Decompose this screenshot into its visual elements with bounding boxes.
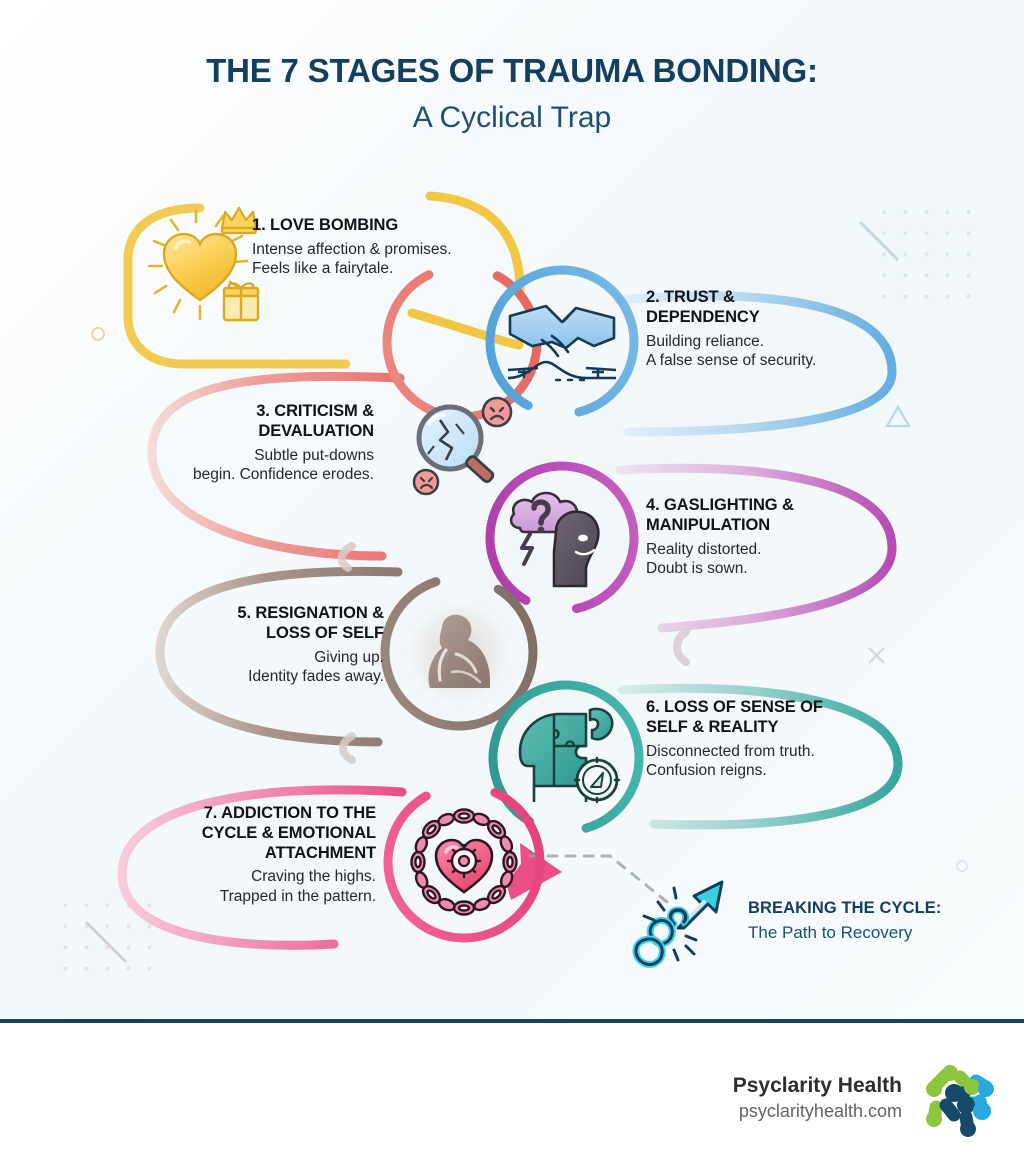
curled-up-person-icon bbox=[401, 595, 517, 711]
connector-1-to-2-bottom bbox=[407, 308, 524, 350]
stage-1-text: 1. LOVE BOMBING Intense affection & prom… bbox=[252, 216, 512, 279]
slash-decor-top-right bbox=[858, 220, 900, 262]
stage-5-title: 5. RESIGNATION & bbox=[237, 604, 384, 622]
stage-2-title: 2. TRUST & bbox=[646, 288, 735, 306]
connector-2-right-u bbox=[613, 291, 897, 437]
stage-3-text: 3. CRITICISM & DEVALUATION Subtle put-do… bbox=[128, 402, 374, 485]
stage-2-desc-line1: Building reliance. bbox=[646, 332, 765, 350]
stage-6-desc-line2: Confusion reigns. bbox=[646, 762, 767, 780]
handshake-bridge-icon bbox=[507, 304, 617, 382]
psyclarity-molecule-logo bbox=[926, 1065, 994, 1137]
cycle-arrow-head bbox=[506, 843, 562, 900]
triangle-decor bbox=[885, 404, 911, 428]
page-title: THE 7 STAGES OF TRAUMA BONDING: bbox=[206, 52, 818, 89]
stage-4-desc-line2: Doubt is sown. bbox=[646, 560, 748, 578]
slash-decor-bottom-left bbox=[84, 920, 128, 964]
header-block: THE 7 STAGES OF TRAUMA BONDING: A Cyclic… bbox=[0, 52, 1024, 135]
nub-3 bbox=[337, 542, 356, 572]
x-decor bbox=[868, 647, 885, 664]
stage-3-desc-line2: begin. Confidence erodes. bbox=[193, 466, 374, 484]
broken-chain-arrow-icon bbox=[632, 880, 724, 968]
stage-6-desc-line1: Disconnected from truth. bbox=[646, 742, 815, 760]
connector-4-right-u bbox=[615, 463, 897, 633]
ring-stage-7 bbox=[383, 781, 545, 943]
stage-5-text: 5. RESIGNATION & LOSS OF SELF Giving up.… bbox=[140, 604, 384, 687]
dot-grid-top-right bbox=[878, 196, 986, 304]
stage-7-text: 7. ADDICTION TO THE CYCLE & EMOTIONAL AT… bbox=[122, 804, 376, 906]
page-subtitle: A Cyclical Trap bbox=[412, 100, 612, 134]
stage-7-title-line2: CYCLE & EMOTIONAL bbox=[201, 823, 376, 842]
stage-4-title: 4. GASLIGHTING & bbox=[646, 496, 794, 514]
stage-1-icon[interactable] bbox=[138, 196, 278, 336]
stage-2-desc-line2: A false sense of security. bbox=[646, 352, 817, 370]
footer-divider bbox=[0, 1019, 1024, 1023]
connector-5-left-u bbox=[155, 566, 403, 747]
stage-4-text: 4. GASLIGHTING & MANIPULATION Reality di… bbox=[646, 496, 896, 579]
circle-decor bbox=[91, 327, 105, 341]
stage-7-title: 7. ADDICTION TO THE bbox=[203, 804, 376, 822]
connector-7-left-u bbox=[117, 785, 407, 950]
stage-5-title-line2: LOSS OF SELF bbox=[266, 623, 384, 642]
stage-5-icon[interactable] bbox=[396, 590, 522, 716]
stage-7-desc-line1: Craving the highs. bbox=[251, 868, 376, 886]
circle-decor-2 bbox=[956, 860, 968, 872]
connector-3-left-u bbox=[147, 371, 405, 561]
stage-4-icon[interactable] bbox=[504, 482, 620, 594]
puzzle-head-compass-icon bbox=[518, 707, 621, 804]
stage-5-desc-line1: Giving up. bbox=[314, 648, 384, 666]
stage-2-icon[interactable] bbox=[502, 282, 622, 402]
stage-2-title-line2: DEPENDENCY bbox=[646, 307, 760, 326]
breaking-subtitle: The Path to Recovery bbox=[748, 922, 913, 942]
connector-1-to-2-top bbox=[425, 191, 525, 295]
stage-2-text: 2. TRUST & DEPENDENCY Building reliance.… bbox=[646, 288, 896, 371]
brand-block: Psyclarity Health psyclarityhealth.com bbox=[733, 1074, 902, 1122]
stage-3-icon[interactable] bbox=[404, 390, 520, 502]
stage-5-desc-line2: Identity fades away. bbox=[248, 668, 384, 686]
connector-6-right-u bbox=[617, 683, 903, 830]
magnifier-cracked-sad-faces-icon bbox=[412, 396, 513, 496]
nub-4 bbox=[673, 628, 690, 666]
chained-heart-gear-icon bbox=[410, 808, 518, 916]
stage-1-title: 1. LOVE BOMBING bbox=[252, 216, 399, 234]
stage-4-title-line2: MANIPULATION bbox=[646, 515, 771, 534]
brand-name: Psyclarity Health bbox=[732, 1073, 902, 1097]
stage-7-icon[interactable] bbox=[406, 804, 522, 920]
stage-7-desc-line2: Trapped in the pattern. bbox=[219, 887, 376, 905]
ring-stage-5 bbox=[380, 573, 538, 731]
stage-3-desc-line1: Subtle put-downs bbox=[254, 446, 374, 464]
stage-7-title-line3: ATTACHMENT bbox=[264, 843, 376, 862]
ring-stage-2 bbox=[485, 265, 639, 419]
stage-4-desc-line1: Reality distorted. bbox=[646, 540, 762, 558]
ring-stage-4 bbox=[485, 461, 639, 615]
breaking-the-cycle-block[interactable]: BREAKING THE CYCLE: The Path to Recovery bbox=[630, 870, 942, 972]
storm-cloud-question-head-icon bbox=[509, 491, 600, 588]
stage-1-desc-line1: Intense affection & promises. bbox=[252, 240, 452, 258]
stage-3-title-line2: DEVALUATION bbox=[258, 421, 374, 440]
ring-stage-3 bbox=[382, 262, 542, 422]
connector-1-left bbox=[123, 203, 351, 369]
stage-6-title-line2: SELF & REALITY bbox=[646, 717, 779, 736]
stage-1-desc-line2: Feels like a fairytale. bbox=[252, 260, 394, 278]
glowing-heart-crown-gift-icon bbox=[147, 206, 260, 322]
stage-6-text: 6. LOSS OF SENSE OF SELF & REALITY Disco… bbox=[646, 698, 910, 781]
stage-6-icon[interactable] bbox=[508, 700, 626, 816]
brand-url[interactable]: psyclarityhealth.com bbox=[738, 1100, 902, 1121]
dashed-escape-path bbox=[528, 854, 674, 908]
footer: Psyclarity Health psyclarityhealth.com bbox=[0, 1023, 1024, 1154]
breaking-title: BREAKING THE CYCLE: bbox=[748, 898, 942, 917]
nub-5 bbox=[339, 732, 356, 764]
stage-6-title: 6. LOSS OF SENSE OF bbox=[646, 698, 823, 716]
stage-3-title: 3. CRITICISM & bbox=[256, 402, 374, 420]
